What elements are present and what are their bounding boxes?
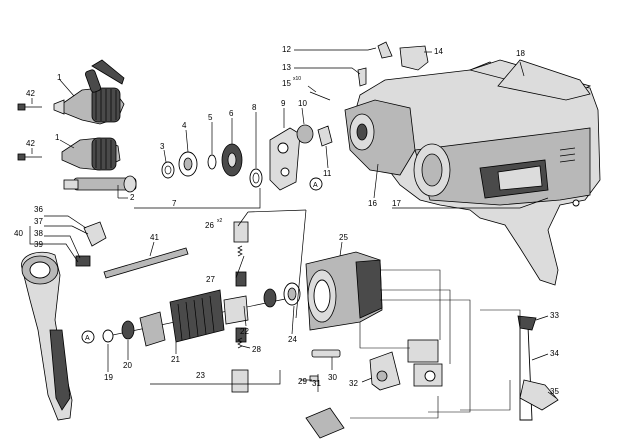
label-12: 12: [282, 45, 291, 54]
gear-plate: [269, 124, 333, 191]
label-17: 17: [392, 199, 401, 208]
label-36: 36: [34, 205, 43, 214]
field-coil: [305, 251, 383, 331]
label-9: 9: [281, 99, 286, 108]
label-7: 7: [172, 199, 177, 208]
label-31: 31: [312, 379, 321, 388]
label-35: 35: [550, 387, 559, 396]
callout-a-top: A: [313, 182, 318, 189]
qty-15: x10: [293, 76, 301, 82]
label-38: 38: [34, 229, 43, 238]
label-23: 23: [196, 371, 205, 380]
label-4: 4: [182, 121, 187, 130]
label-22: 22: [240, 327, 249, 336]
label-1b: 1: [55, 133, 60, 142]
switch-unit: [369, 339, 443, 391]
qty-26: x2: [217, 218, 223, 224]
depth-rod: [103, 247, 189, 279]
label-37: 37: [34, 217, 43, 226]
label-28: 28: [252, 345, 261, 354]
label-11: 11: [323, 169, 332, 178]
chuck-screws: [17, 103, 42, 161]
callout-markers: [81, 177, 323, 344]
label-26: 26: [205, 221, 214, 230]
label-13: 13: [282, 63, 291, 72]
label-27: 27: [206, 275, 215, 284]
armature: [102, 282, 301, 347]
label-18: 18: [516, 49, 525, 58]
label-2: 2: [130, 193, 135, 202]
wiring: [350, 269, 521, 419]
label-1a: 1: [57, 73, 62, 82]
label-10: 10: [298, 99, 307, 108]
label-34: 34: [550, 349, 559, 358]
leader-lines: [29, 47, 557, 399]
label-39: 39: [34, 240, 43, 249]
label-33: 33: [550, 311, 559, 320]
label-42b: 42: [26, 139, 35, 148]
label-19: 19: [104, 373, 113, 382]
cord-parts: [305, 315, 559, 439]
spindle: [63, 175, 137, 193]
label-40: 40: [14, 229, 23, 238]
label-32: 32: [349, 379, 358, 388]
part-labels: 1 1 42 42 2 3 4 5 6 7 8 9 10 11 12 13 14…: [14, 45, 559, 396]
label-14: 14: [434, 47, 443, 56]
depth-stop-parts: [75, 221, 107, 267]
label-5: 5: [208, 113, 213, 122]
label-29: 29: [298, 377, 307, 386]
side-handle: [21, 251, 73, 421]
callout-a-left: A: [85, 335, 90, 342]
label-24: 24: [288, 335, 297, 344]
label-16: 16: [368, 199, 377, 208]
chuck-keyless: [61, 137, 121, 171]
handle-cover: [497, 59, 591, 101]
label-6: 6: [229, 109, 234, 118]
label-21: 21: [171, 355, 180, 364]
label-8: 8: [252, 103, 257, 112]
chuck-key: [84, 59, 125, 93]
label-3: 3: [160, 142, 165, 151]
label-15: 15: [282, 79, 291, 88]
label-30: 30: [328, 373, 337, 382]
switch-parts-top: [309, 41, 429, 101]
label-42a: 42: [26, 89, 35, 98]
label-25: 25: [339, 233, 348, 242]
carbon-brushes: [231, 221, 249, 393]
label-41: 41: [150, 233, 159, 242]
chuck-keyed: [53, 87, 125, 125]
label-20: 20: [123, 361, 132, 370]
spindle-parts: [161, 143, 263, 188]
